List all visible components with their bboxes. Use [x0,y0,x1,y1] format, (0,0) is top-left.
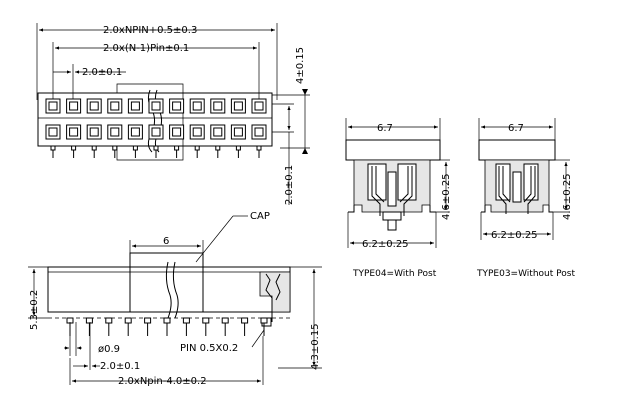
contact-hole [233,127,243,137]
pin-length-label: 4.3±0.15 [310,323,321,370]
side-view: 6 CAP 5.3±0.2 4.3±0.15 ø0.9 [28,211,322,387]
contact-hole [254,127,264,137]
pin-pitch-bottom-label: 2.0±0.1 [100,361,140,372]
side-pin-shoulder [124,317,132,324]
contact-hole [151,101,161,111]
contact-hole [89,127,99,137]
contact-hole [172,127,182,137]
contact-hole [69,127,79,137]
type03-width-label: 6.7 [508,123,524,134]
contact-hole [48,101,58,111]
pin-shoulder [256,145,262,151]
type03-base-label: 6.2±0.25 [491,230,538,241]
pitch-label: 2.0±0.1 [82,67,122,78]
side-pin-shoulder [221,317,229,324]
side-pin-shoulder [105,317,113,324]
side-pin-shoulder [260,317,268,324]
pin-shoulder [235,145,241,151]
contact-hole [213,101,223,111]
type03-caption: TYPE03=Without Post [476,269,575,279]
contact-hole [110,101,120,111]
pin-shoulder [215,145,221,151]
row-pitch-label: 2.0±0.1 [284,165,295,205]
top-view: 2.0xNPIN+0.5±0.3 2.0x(N-1)Pin±0.1 2.0±0.… [36,23,310,205]
pin-shoulder [112,145,118,151]
contact-hole [192,127,202,137]
side-pin-shoulder [202,317,210,324]
side-pin-shoulder [144,317,152,324]
type04-caption: TYPE04=With Post [352,269,437,279]
type03-height-label: 4.6±0.25 [562,173,573,220]
contact-hole [130,101,140,111]
top-height-label: 4±0.15 [295,47,306,84]
type03-view: 6.7 4.6±0.25 6.2±0.25 TYPE03=Without Pos… [476,118,575,279]
type04-height-label: 4.6±0.25 [441,173,452,220]
pin-shoulder [91,145,97,151]
contact-hole [69,101,79,111]
type04-view: 6.7 4.6±0.25 6.2±0.25 TYPE04=With Post [345,118,452,279]
contact-hole [110,127,120,137]
cap-label: CAP [250,211,270,222]
side-pin-shoulder [182,317,190,324]
pin-shoulder [153,145,159,151]
type04-base-label: 6.2±0.25 [362,239,409,250]
side-pin-shoulder [85,317,93,324]
pin-shoulder [132,145,138,151]
contact-hole [130,127,140,137]
contact-hole [172,101,182,111]
contact-hole [48,127,58,137]
contact-hole [254,101,264,111]
contact-hole [233,101,243,111]
side-pin-shoulder [241,317,249,324]
pin-shoulder [50,145,56,151]
contact-hole [192,101,202,111]
pin-shoulder [71,145,77,151]
side-pin-shoulder [163,317,171,324]
pin-shoulder [194,145,200,151]
type04-width-label: 6.7 [377,123,393,134]
cap-width-label: 6 [163,236,169,247]
pin-size-label: PIN 0.5X0.2 [180,343,238,354]
pin-shoulder [174,145,180,151]
pin-diameter-label: ø0.9 [98,344,120,355]
contact-hole [213,127,223,137]
body-height-label: 5.3±0.2 [29,290,40,330]
pin-span-bottom-label: 2.0xNpin-4.0±0.2 [118,376,207,387]
overall-width-label: 2.0xNPIN+0.5±0.3 [103,25,197,36]
contact-hole [89,101,99,111]
contact-hole [151,127,161,137]
pitch-span-label: 2.0x(N-1)Pin±0.1 [103,43,189,54]
